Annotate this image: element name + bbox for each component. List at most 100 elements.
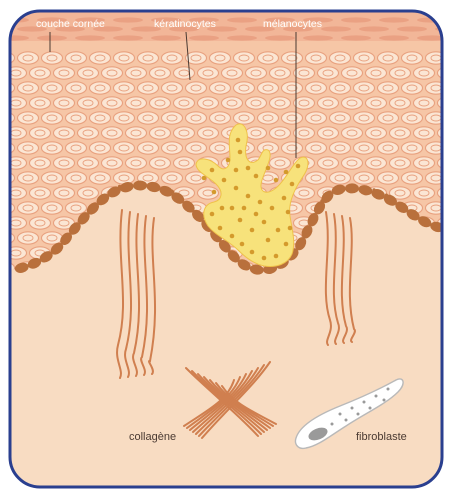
- keratinocyte: [66, 82, 87, 94]
- keratinocyte: [318, 97, 339, 109]
- melanin-granule: [262, 256, 267, 261]
- keratinocyte: [210, 142, 231, 154]
- keratinocyte: [138, 142, 159, 154]
- fibroblast-granule: [351, 407, 354, 410]
- keratinocyte: [414, 67, 435, 79]
- keratinocyte: [438, 67, 452, 79]
- keratinocyte: [306, 112, 327, 124]
- keratinocyte-nucleus: [443, 220, 452, 226]
- keratinocyte: [258, 82, 279, 94]
- keratinocyte: [66, 142, 87, 154]
- keratinocyte: [210, 82, 231, 94]
- melanin-granule: [266, 166, 271, 171]
- keratinocyte: [222, 97, 243, 109]
- melanin-granule: [234, 168, 239, 173]
- keratinocyte-nucleus: [0, 115, 9, 121]
- keratinocyte: [30, 67, 51, 79]
- keratinocyte: [0, 112, 15, 124]
- keratinocyte: [114, 82, 135, 94]
- keratinocyte: [282, 142, 303, 154]
- melanin-granule: [296, 164, 301, 169]
- keratinocyte: [54, 157, 75, 169]
- keratinocyte: [390, 157, 411, 169]
- melanin-granule: [258, 200, 263, 205]
- basal-granule: [412, 210, 415, 213]
- keratinocyte: [42, 112, 63, 124]
- keratinocyte: [54, 97, 75, 109]
- keratinocyte: [42, 202, 63, 214]
- keratinocyte: [18, 202, 39, 214]
- keratinocyte-nucleus: [443, 70, 452, 76]
- melanin-granule: [230, 206, 235, 211]
- corneocyte: [37, 35, 67, 40]
- keratinocyte: [66, 112, 87, 124]
- label-collagen: collagène: [129, 431, 176, 443]
- keratinocyte: [306, 52, 327, 64]
- melanin-granule: [230, 234, 235, 239]
- keratinocyte: [30, 157, 51, 169]
- keratinocyte: [54, 187, 75, 199]
- keratinocyte: [18, 82, 39, 94]
- fibroblast-granule: [345, 419, 348, 422]
- keratinocyte: [30, 187, 51, 199]
- keratinocyte: [138, 112, 159, 124]
- melanin-granule: [226, 158, 231, 163]
- fibroblast-granule: [331, 423, 334, 426]
- keratinocyte: [414, 97, 435, 109]
- keratinocyte: [102, 157, 123, 169]
- keratinocyte: [126, 97, 147, 109]
- label-stratum-corneum: couche cornée: [36, 18, 105, 30]
- keratinocyte: [414, 127, 435, 139]
- keratinocyte: [174, 67, 195, 79]
- basal-granule: [118, 185, 121, 188]
- corneocyte: [303, 35, 333, 40]
- melanin-granule: [246, 194, 251, 199]
- keratinocyte: [402, 172, 423, 184]
- keratinocyte: [378, 172, 399, 184]
- keratinocyte: [90, 82, 111, 94]
- keratinocyte: [294, 97, 315, 109]
- keratinocyte: [366, 157, 387, 169]
- melanin-granule: [212, 190, 217, 195]
- corneocyte: [0, 35, 29, 40]
- keratinocyte: [78, 127, 99, 139]
- keratinocyte: [234, 112, 255, 124]
- keratinocyte: [306, 172, 327, 184]
- melanin-granule: [288, 226, 293, 231]
- keratinocyte-nucleus: [443, 190, 452, 196]
- fibroblast-granule: [363, 401, 366, 404]
- melanin-granule: [238, 150, 243, 155]
- keratinocyte: [306, 142, 327, 154]
- basal-granule: [372, 188, 375, 191]
- keratinocyte: [42, 52, 63, 64]
- keratinocyte-nucleus: [443, 130, 452, 136]
- basal-granule: [316, 206, 319, 209]
- keratinocyte: [330, 52, 351, 64]
- keratinocyte: [54, 127, 75, 139]
- melanin-granule: [218, 226, 223, 231]
- keratinocyte: [414, 157, 435, 169]
- keratinocyte: [90, 142, 111, 154]
- keratinocyte: [66, 202, 87, 214]
- keratinocyte: [30, 127, 51, 139]
- keratinocyte: [102, 97, 123, 109]
- keratinocyte: [18, 142, 39, 154]
- corneocyte: [265, 35, 295, 40]
- keratinocyte-nucleus: [0, 235, 9, 241]
- keratinocyte: [150, 67, 171, 79]
- keratinocyte: [318, 157, 339, 169]
- fibroblast-granule: [383, 399, 386, 402]
- keratinocyte: [402, 52, 423, 64]
- keratinocyte: [114, 112, 135, 124]
- corneocyte: [397, 26, 427, 31]
- keratinocyte: [174, 97, 195, 109]
- keratinocyte-nucleus: [0, 205, 9, 211]
- keratinocyte: [66, 172, 87, 184]
- keratinocyte: [126, 127, 147, 139]
- keratinocyte: [42, 142, 63, 154]
- keratinocyte: [366, 97, 387, 109]
- melanin-granule: [262, 220, 267, 225]
- keratinocyte-nucleus: [443, 100, 452, 106]
- keratinocyte: [390, 67, 411, 79]
